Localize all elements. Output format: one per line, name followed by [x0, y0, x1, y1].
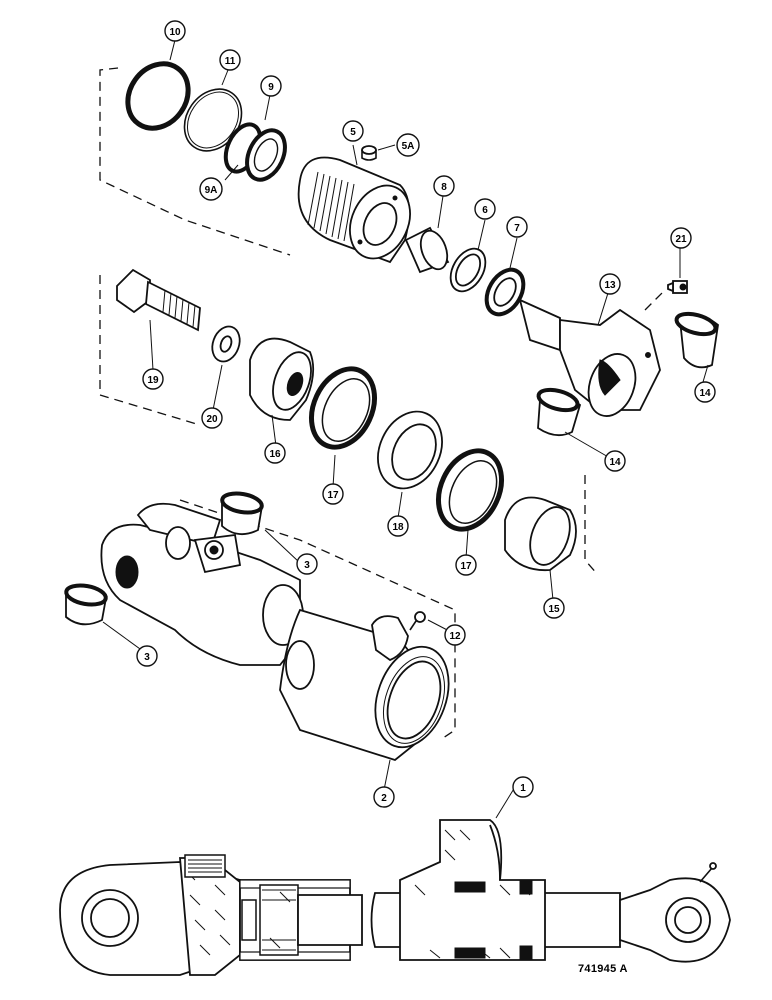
callout-9: 9 — [260, 75, 282, 97]
part-14-bushing-right — [674, 311, 719, 369]
callout-17-lower: 17 — [455, 554, 477, 576]
svg-text:1: 1 — [520, 783, 526, 794]
callout-6: 6 — [474, 198, 496, 220]
callout-9a: 9A — [199, 177, 223, 201]
part-20-washer — [211, 325, 241, 363]
part-19-bolt — [116, 268, 201, 332]
callout-14-right: 14 — [694, 381, 716, 403]
svg-text:18: 18 — [392, 522, 404, 533]
svg-text:17: 17 — [327, 490, 339, 501]
svg-text:6: 6 — [482, 205, 488, 216]
drawing-number: 741945 A — [578, 963, 628, 975]
svg-text:8: 8 — [441, 182, 447, 193]
dashed-group-outlines — [99, 67, 666, 741]
callout-11: 11 — [219, 49, 241, 71]
part-14-bushing-left — [536, 387, 582, 437]
part-7-wiper — [484, 267, 526, 317]
svg-text:17: 17 — [460, 561, 472, 572]
callout-3-left: 3 — [136, 645, 158, 667]
part-17-piston-seal-upper — [309, 366, 377, 450]
part-15-piston-nut — [504, 496, 577, 572]
callout-15: 15 — [543, 597, 565, 619]
part-17-piston-seal-lower — [436, 448, 504, 532]
svg-text:5: 5 — [350, 127, 356, 138]
callout-1: 1 — [512, 776, 534, 798]
part-6-seal — [449, 247, 487, 293]
svg-text:13: 13 — [604, 280, 616, 291]
callout-18: 18 — [387, 515, 409, 537]
part-13-rod-eye — [518, 298, 661, 417]
callout-17-upper: 17 — [322, 483, 344, 505]
assembled-cylinder-section-view — [59, 819, 731, 976]
svg-text:14: 14 — [699, 388, 711, 399]
svg-text:12: 12 — [449, 631, 461, 642]
callout-14-left: 14 — [604, 450, 626, 472]
part-2-barrel-clevis — [100, 502, 304, 666]
part-8-bushing — [404, 226, 450, 274]
svg-text:15: 15 — [548, 604, 560, 615]
svg-text:3: 3 — [144, 652, 150, 663]
callout-10: 10 — [164, 20, 186, 42]
callout-12: 12 — [444, 624, 466, 646]
part-10-o-ring — [125, 61, 191, 131]
callout-13: 13 — [599, 273, 621, 295]
part-16-piston — [249, 337, 315, 421]
callout-16: 16 — [264, 442, 286, 464]
svg-text:9A: 9A — [205, 185, 218, 196]
svg-text:7: 7 — [514, 223, 520, 234]
part-3-bushing-left — [64, 583, 108, 626]
svg-text:2: 2 — [381, 793, 387, 804]
svg-text:11: 11 — [225, 56, 236, 67]
svg-text:19: 19 — [147, 375, 159, 386]
svg-text:14: 14 — [609, 457, 621, 468]
callout-5a: 5A — [396, 133, 420, 157]
svg-text:16: 16 — [269, 449, 281, 460]
part-9-seal — [245, 128, 287, 182]
callout-2: 2 — [373, 786, 395, 808]
part-3-bushing-top — [220, 491, 264, 536]
part-12-screw — [409, 611, 426, 631]
svg-text:10: 10 — [169, 27, 181, 38]
part-5a-plug — [361, 145, 377, 161]
svg-text:9: 9 — [268, 82, 274, 93]
svg-text:20: 20 — [206, 414, 218, 425]
callout-8: 8 — [433, 175, 455, 197]
part-18-wear-ring — [377, 410, 443, 490]
callout-21: 21 — [670, 227, 692, 249]
svg-text:21: 21 — [675, 234, 687, 245]
leader-lines — [102, 39, 709, 819]
callout-20: 20 — [201, 407, 223, 429]
svg-text:3: 3 — [304, 560, 310, 571]
part-21-grease-fitting — [667, 280, 688, 294]
svg-text:5A: 5A — [402, 141, 415, 152]
callout-3-top: 3 — [296, 553, 318, 575]
callout-7: 7 — [506, 216, 528, 238]
part-2-barrel-tube — [279, 608, 450, 762]
callout-19: 19 — [142, 368, 164, 390]
callout-5: 5 — [342, 120, 364, 142]
part-5-gland — [297, 156, 411, 264]
